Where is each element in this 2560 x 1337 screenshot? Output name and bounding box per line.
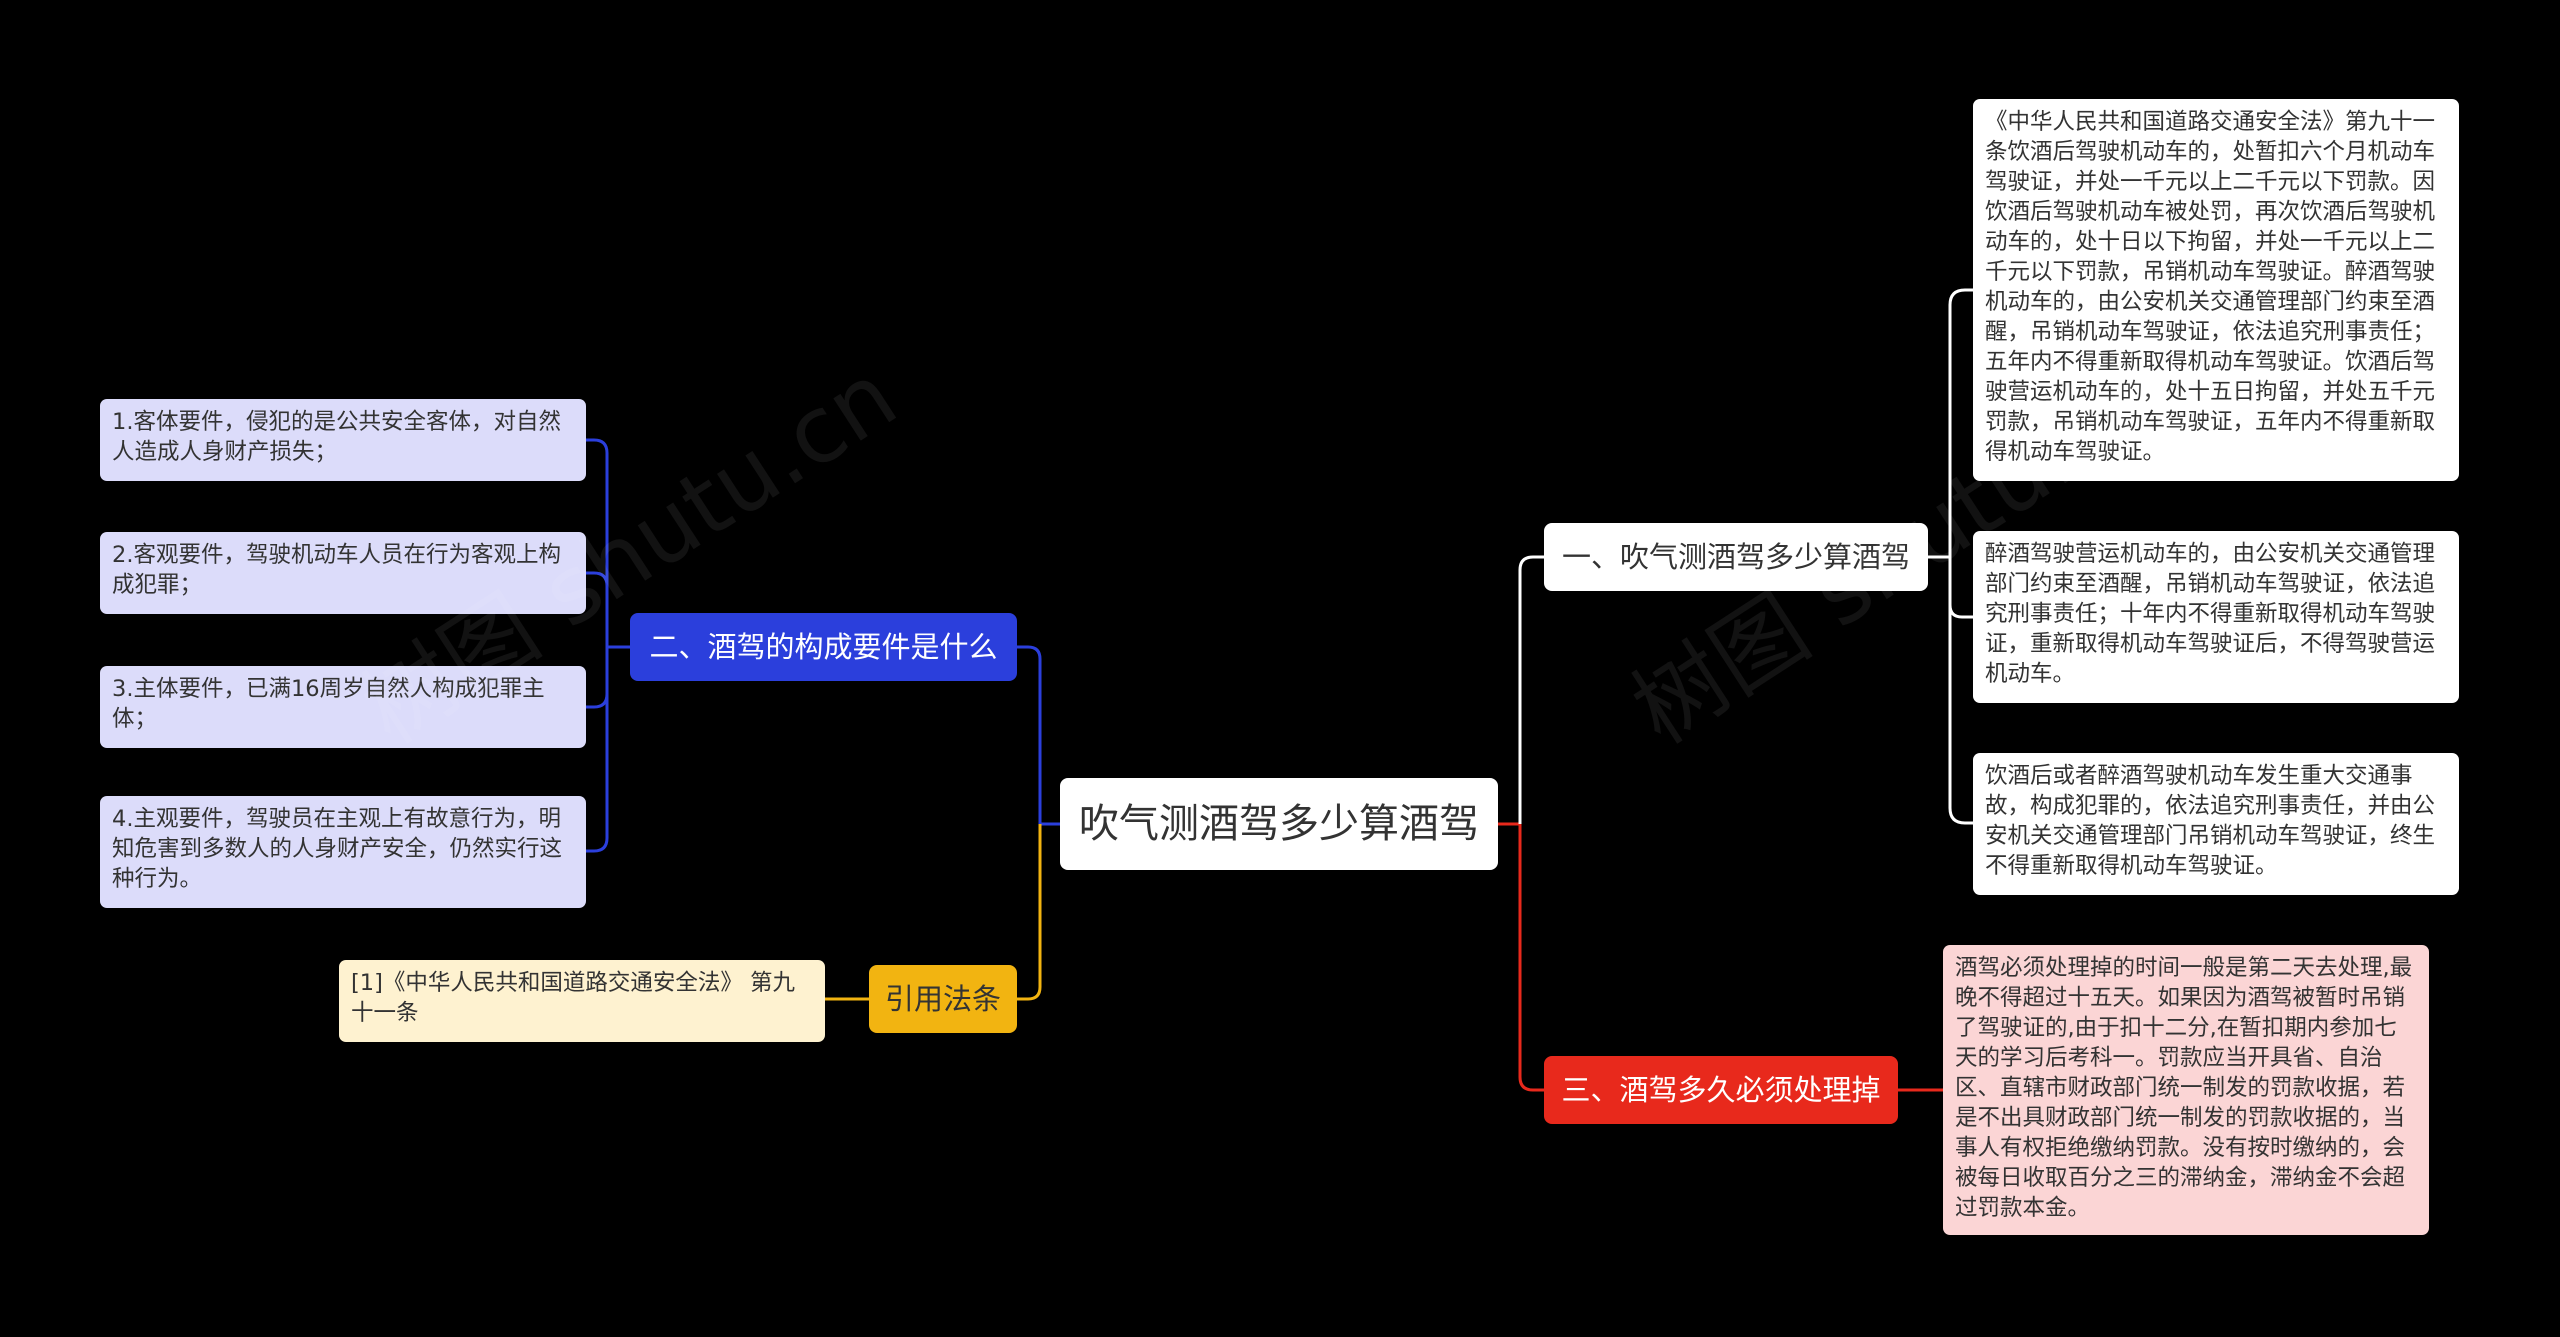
branch-4-leaf-1[interactable]: [1]《中华人民共和国道路交通安全法》 第九十一条 <box>339 960 825 1042</box>
branch-node-4[interactable]: 引用法条 <box>869 965 1017 1033</box>
branch-node-3[interactable]: 三、酒驾多久必须处理掉 <box>1544 1056 1898 1124</box>
branch-1-leaf-1[interactable]: 《中华人民共和国道路交通安全法》第九十一条饮酒后驾驶机动车的，处暂扣六个月机动车… <box>1973 99 2459 481</box>
branch-2-label: 二、酒驾的构成要件是什么 <box>649 629 998 664</box>
root-node[interactable]: 吹气测酒驾多少算酒驾 <box>1060 778 1498 870</box>
branch-node-2[interactable]: 二、酒驾的构成要件是什么 <box>630 613 1017 681</box>
branch-3-leaf-1[interactable]: 酒驾必须处理掉的时间一般是第二天去处理,最晚不得超过十五天。如果因为酒驾被暂时吊… <box>1943 945 2429 1235</box>
branch-node-1[interactable]: 一、吹气测酒驾多少算酒驾 <box>1544 523 1928 591</box>
branch-2-leaf-2[interactable]: 2.客观要件，驾驶机动车人员在行为客观上构成犯罪； <box>100 532 586 614</box>
root-label: 吹气测酒驾多少算酒驾 <box>1079 801 1479 847</box>
branch-2-leaf-3[interactable]: 3.主体要件，已满16周岁自然人构成犯罪主体； <box>100 666 586 748</box>
branch-1-leaf-3[interactable]: 饮酒后或者醉酒驾驶机动车发生重大交通事故，构成犯罪的，依法追究刑事责任，并由公安… <box>1973 753 2459 895</box>
branch-1-label: 一、吹气测酒驾多少算酒驾 <box>1561 539 1910 574</box>
branch-2-leaf-4[interactable]: 4.主观要件，驾驶员在主观上有故意行为，明知危害到多数人的人身财产安全，仍然实行… <box>100 796 586 908</box>
branch-1-leaf-2[interactable]: 醉酒驾驶营运机动车的，由公安机关交通管理部门约束至酒醒，吊销机动车驾驶证，依法追… <box>1973 531 2459 703</box>
branch-2-leaf-1[interactable]: 1.客体要件，侵犯的是公共安全客体，对自然人造成人身财产损失； <box>100 399 586 481</box>
branch-4-label: 引用法条 <box>884 981 1001 1016</box>
branch-3-label: 三、酒驾多久必须处理掉 <box>1561 1072 1881 1107</box>
